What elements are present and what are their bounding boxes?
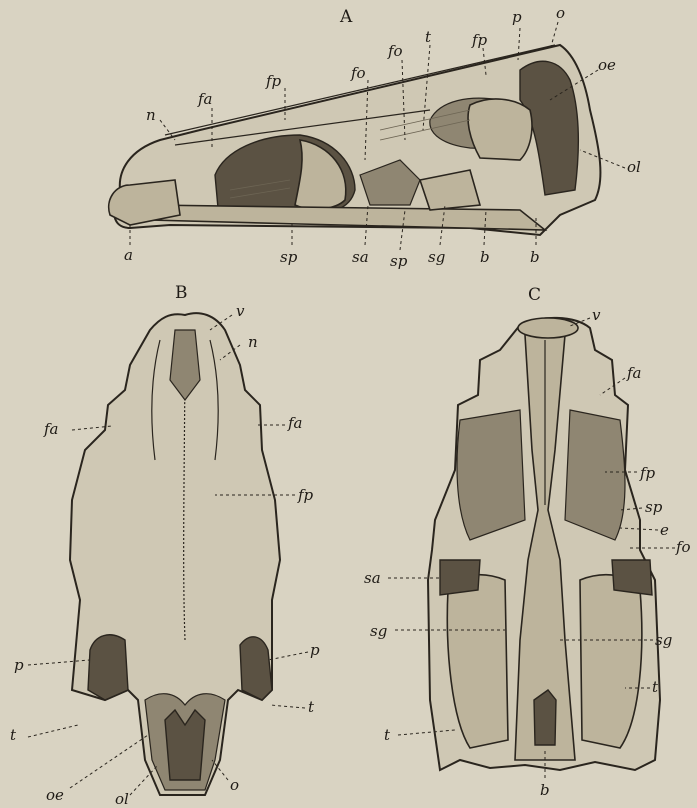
label-b-o: o <box>230 776 239 794</box>
label-a-n: n <box>146 106 156 124</box>
label-b-t-right: t <box>308 698 315 716</box>
label-b-p-left: p <box>14 656 24 674</box>
label-c-sg-right: sg <box>655 631 672 649</box>
label-b-fa-right: fa <box>287 414 303 432</box>
label-a-p: p <box>512 8 522 26</box>
label-a-fo-left: fo <box>350 64 366 82</box>
label-a-sp: sp <box>280 248 298 266</box>
label-c-v: v <box>592 306 601 324</box>
skull-b-left-pit <box>88 635 128 700</box>
label-a-sp-2: sp <box>390 252 408 270</box>
skull-c-right-wing <box>565 410 625 540</box>
label-b-fp: fp <box>297 486 314 504</box>
label-b-p-right: p <box>310 641 320 659</box>
label-a-t: t <box>425 28 432 46</box>
label-b-oe: oe <box>46 786 64 804</box>
figure-label-b: B <box>175 283 188 303</box>
label-a-fp-top: fp <box>471 31 488 49</box>
label-b-n: n <box>248 333 258 351</box>
label-a-o: o <box>556 4 565 22</box>
label-c-t-left: t <box>384 726 391 744</box>
label-a-fo-top: fo <box>387 42 403 60</box>
skull-c-right-notch <box>612 560 652 595</box>
label-a-sa: sa <box>352 248 369 266</box>
label-b-ol: ol <box>115 790 129 808</box>
label-c-e: e <box>660 521 669 539</box>
label-b-v: v <box>236 302 245 320</box>
label-a-sg: sg <box>428 248 445 266</box>
label-c-fa: fa <box>626 364 642 382</box>
label-c-fo: fo <box>675 538 691 556</box>
figure-label-a: A <box>339 7 353 27</box>
label-b-t-left: t <box>10 726 17 744</box>
skull-c-left-notch <box>440 560 480 595</box>
label-a-fp: fp <box>265 72 282 90</box>
label-a-b1: b <box>480 248 490 266</box>
figure-label-c: C <box>528 285 541 305</box>
skull-c-vomer <box>518 318 578 338</box>
label-c-fp: fp <box>639 464 656 482</box>
label-a-fa: fa <box>197 90 213 108</box>
label-a-ol: ol <box>627 158 641 176</box>
label-c-b: b <box>540 781 550 799</box>
skull-c-right-subtemporal <box>580 575 642 748</box>
skull-a-pterotic <box>468 99 532 160</box>
skull-c-left-wing <box>457 410 525 540</box>
label-a-b2: b <box>530 248 540 266</box>
label-c-sg-left: sg <box>370 622 387 640</box>
label-a-oe: oe <box>598 56 616 74</box>
label-c-sa: sa <box>364 569 381 587</box>
skull-c-basal-pit <box>534 690 556 745</box>
label-c-sp: sp <box>645 498 663 516</box>
label-b-fa-left: fa <box>43 420 59 438</box>
label-a-a: a <box>124 246 133 264</box>
label-c-t-right: t <box>652 678 659 696</box>
